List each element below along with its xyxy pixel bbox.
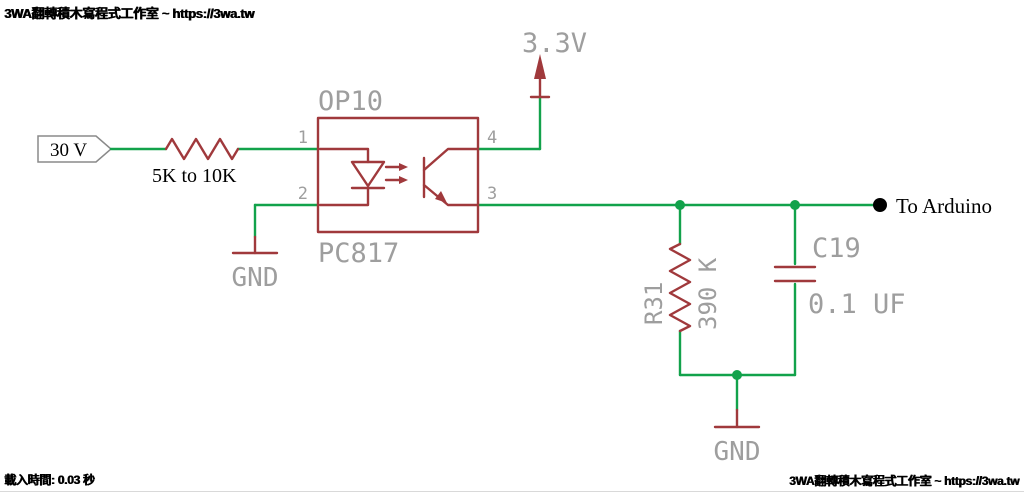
series-resistor-symbol [164, 137, 240, 161]
output-net-label: To Arduino [896, 194, 992, 218]
gnd-symbol-left: GND [232, 235, 279, 293]
transistor-collector [422, 147, 480, 172]
gnd-symbol-bottom: GND [714, 408, 761, 467]
power-symbol-3v3: 3.3V [522, 28, 587, 99]
pin-number-2: 2 [298, 184, 308, 204]
light-arrow-1-head [399, 163, 408, 171]
optocoupler-part-number: PC817 [318, 238, 399, 269]
pin-number-3: 3 [487, 184, 497, 204]
optocoupler-designator: OP10 [318, 86, 383, 117]
led-triangle [350, 160, 386, 188]
power-net-label: 3.3V [522, 28, 587, 59]
resistor-zigzag [668, 242, 692, 333]
led-anode-lead [318, 147, 370, 164]
net-flag-shape [37, 135, 113, 163]
net-label-30v: 30 V [50, 140, 87, 161]
load-time-text: 載入時間: 0.03 秒 [4, 473, 95, 487]
led-cathode-lead [318, 186, 370, 207]
transistor-emitter [422, 183, 480, 207]
junction-dot [790, 200, 800, 210]
junction-dot [675, 200, 685, 210]
light-arrow-2-head [399, 176, 408, 184]
watermark-site-top-left: 3WA翻轉積木寫程式工作室 ~ https://3wa.tw [4, 6, 254, 21]
resistor-value: 390 K [694, 257, 722, 330]
watermark-site-bottom-right: 3WA翻轉積木寫程式工作室 ~ https://3wa.tw [788, 474, 1019, 488]
output-terminal-dot [873, 198, 887, 212]
pulldown-resistor-r31: R31 390 K [640, 242, 722, 333]
power-arrow-head [534, 54, 546, 79]
input-net-flag: 30 V [37, 135, 113, 163]
gnd-label-bottom: GND [714, 437, 761, 467]
gnd-label-left: GND [232, 263, 279, 293]
series-resistor-note: 5K to 10K [152, 165, 237, 187]
led-symbol [318, 147, 408, 207]
filter-capacitor-c19: C19 0.1 UF [773, 233, 906, 320]
pin-number-4: 4 [487, 128, 497, 148]
pin-number-1: 1 [298, 128, 308, 148]
capacitor-value: 0.1 UF [808, 289, 906, 320]
phototransistor-symbol [422, 147, 480, 207]
optocoupler-body [316, 116, 480, 234]
capacitor-designator: C19 [812, 233, 861, 264]
transistor-emitter-arrow [435, 191, 447, 203]
resistor-designator: R31 [640, 282, 668, 325]
junction-dot [732, 370, 742, 380]
